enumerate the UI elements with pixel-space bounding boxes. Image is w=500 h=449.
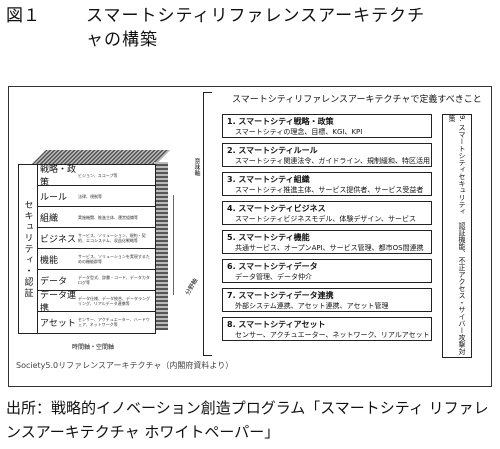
meaning-axis-line: [173, 195, 174, 295]
item-desc: スマートシティ推進主体、サービス提供者、サービス受益者: [235, 186, 424, 194]
layer-name: アセット: [40, 318, 76, 329]
meaning-axis-label: 意味軸: [193, 158, 200, 176]
layer-name: 戦略・政策: [40, 165, 77, 188]
layer-list: 戦略・政策ビジョン、スコープ等 ルール 法律、規制等 組織 実施機関、推進主体、運営…: [37, 165, 155, 333]
item-desc: 共通サービス、オープンAPI、サービス管理、都市OS間連携: [235, 244, 424, 252]
source-note: 出所：戦略的イノベーション創造プログラム「スマートシティ リファレンスアーキテク…: [6, 399, 489, 441]
layer-desc: サービス、ソリューション、規約・契約、エコシステム、収益化戦略等: [78, 233, 146, 243]
item-desc: 外部システム連携、アセット連携、アセット管理: [235, 302, 389, 310]
definition-item: 5. スマートシティ機能共通サービス、オープンAPI、サービス管理、都市OS間連…: [222, 230, 432, 254]
layer-name: 機能: [40, 255, 59, 266]
layer-row: アセットセンサー、アクチュエーター、ハードウェア、ネットワーク等: [37, 312, 155, 332]
definition-item: 4. スマートシティビジネススマートシティビジネスモデル、体験デザイン、サービス: [222, 201, 432, 225]
layer-desc: サービス、ソリューションを実現するための機能群等: [78, 254, 150, 264]
grouping-bracket: [203, 92, 212, 356]
layer-name: データ連携: [40, 291, 77, 314]
definition-item: 1. スマートシティ戦略・政策スマートシティの理念、目標、KGI、KPI: [222, 114, 432, 138]
layer-name: ビジネス: [40, 234, 77, 245]
figure-number: 図１: [6, 6, 40, 26]
definition-item: 3. スマートシティ組織スマートシティ推進主体、サービス提供者、サービス受益者: [222, 172, 432, 196]
layer-name: 組織: [40, 213, 59, 224]
item-title: 2. スマートシティルール: [227, 146, 318, 155]
time-space-axis-label: 時間軸・空間軸: [72, 344, 115, 351]
layer-desc: データ仕様、データ統合、データラングリング、リアルデータ連携等: [78, 296, 150, 306]
layer-name: ルール: [40, 192, 68, 203]
item-desc: スマートシティビジネスモデル、体験デザイン、サービス: [235, 215, 416, 223]
item-title: 5. スマートシティ機能: [227, 233, 310, 242]
layer-desc: データ型式、辞書・コード、データカタログ等: [78, 275, 150, 285]
figure-title-line1: スマートシティリファレンスアーキテクチ: [86, 6, 426, 26]
layer-row: 戦略・政策ビジョン、スコープ等: [37, 165, 155, 188]
security-definition-text: 9. スマートシティセキュリティ 認証機能、不正アクセス・サイバー攻撃対策: [448, 115, 466, 355]
figure-title-line2: ャの構築: [86, 30, 158, 50]
definition-list: 1. スマートシティ戦略・政策スマートシティの理念、目標、KGI、KPI 2. …: [222, 114, 432, 346]
item-desc: センサー、アクチュエーター、ネットワーク、リアルアセット: [235, 331, 430, 339]
definition-item: 2. スマートシティルールスマートシティ関連法令、ガイドライン、規制緩和、特区活…: [222, 143, 432, 167]
definition-item: 8. スマートシティアセットセンサー、アクチュエーター、ネットワーク、リアルアセ…: [222, 317, 432, 341]
stack-front-face: セキュリティ・認証 戦略・政策ビジョン、スコープ等 ルール 法律、規制等 組織 実施…: [18, 164, 156, 334]
item-title: 4. スマートシティビジネス: [227, 204, 326, 213]
reference-architecture-stack: セキュリティ・認証 戦略・政策ビジョン、スコープ等 ルール 法律、規制等 組織 実施…: [18, 150, 170, 340]
item-title: 1. スマートシティ戦略・政策: [227, 117, 334, 126]
layer-row: ビジネスサービス、ソリューション、規約・契約、エコシステム、収益化戦略等: [37, 228, 155, 249]
layer-desc: ビジョン、スコープ等: [78, 172, 118, 178]
item-desc: スマートシティの理念、目標、KGI、KPI: [235, 128, 363, 136]
layer-row: 機能 サービス、ソリューションを実現するための機能群等: [37, 249, 155, 270]
layer-desc: センサー、アクチュエーター、ハードウェア、ネットワーク等: [78, 317, 150, 327]
layer-row: データ連携データ仕様、データ統合、データラングリング、リアルデータ連携等: [37, 291, 155, 314]
right-panel-heading: スマートシティリファレンスアーキテクチャで定義すべきこと: [232, 95, 482, 105]
layer-row: データデータ型式、辞書・コード、データカタログ等: [37, 270, 155, 291]
item-desc: データ管理、データ仲介: [235, 273, 312, 281]
layer-desc: 法律、規制等: [78, 193, 102, 199]
item-title: 6. スマートシティデータ: [227, 262, 318, 271]
security-definition-box: 9. スマートシティセキュリティ 認証機能、不正アクセス・サイバー攻撃対策: [442, 114, 472, 358]
diagram-frame: [8, 86, 492, 387]
stack-side-face: [154, 162, 168, 330]
layer-row: 組織 実施機関、推進主体、運営組織等: [37, 207, 155, 228]
layer-desc: 実施機関、推進主体、運営組織等: [78, 214, 138, 220]
item-title: 8. スマートシティアセット: [227, 320, 326, 329]
definition-item: 6. スマートシティデータデータ管理、データ仲介: [222, 259, 432, 283]
item-desc: スマートシティ関連法令、ガイドライン、規制緩和、特区活用: [235, 157, 430, 165]
layer-name: データ: [40, 276, 68, 287]
diagram-caption: Society5.0リファレンスアーキテクチャ（内閣府資料より）: [16, 361, 234, 370]
item-title: 7. スマートシティデータ連携: [227, 291, 334, 300]
layer-row: ルール 法律、規制等: [37, 186, 155, 207]
definition-item: 7. スマートシティデータ連携外部システム連携、アセット連携、アセット管理: [222, 288, 432, 312]
security-column: セキュリティ・認証: [19, 165, 38, 333]
security-label: セキュリティ・認証: [22, 199, 33, 299]
item-title: 3. スマートシティ組織: [227, 175, 310, 184]
